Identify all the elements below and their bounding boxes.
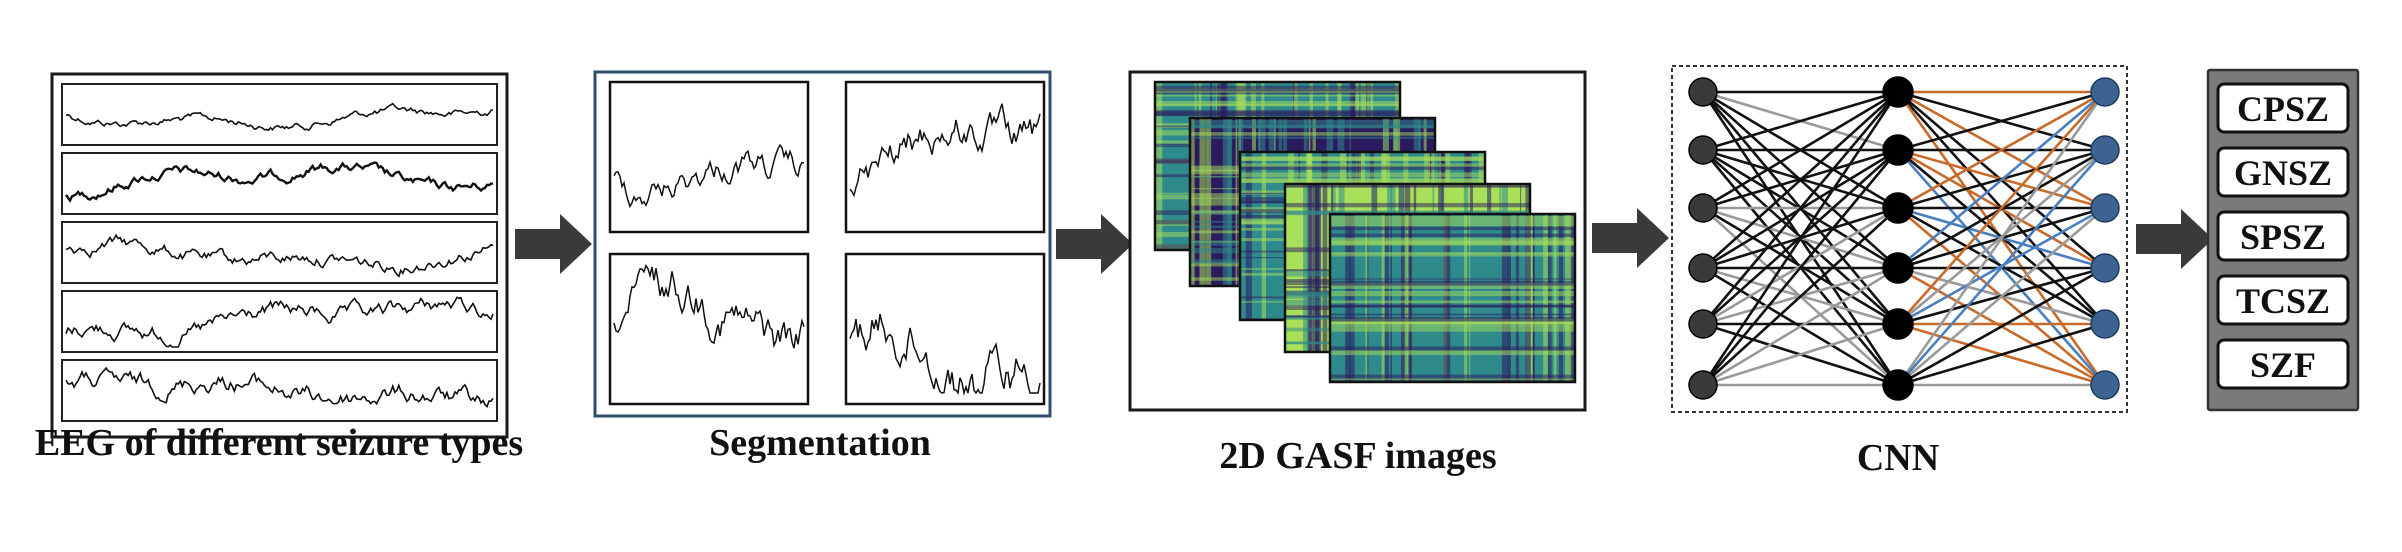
segment-waveform xyxy=(613,143,804,209)
segment-cell xyxy=(608,252,810,406)
eeg-caption: EEG of different seizure types xyxy=(35,422,523,464)
output-label-gnsz: GNSZ xyxy=(2216,146,2350,198)
eeg-waveform xyxy=(65,366,494,409)
cnn-panel xyxy=(1671,65,2128,413)
eeg-waveform xyxy=(65,161,494,203)
output-label-tcsz: TCSZ xyxy=(2216,274,2350,326)
cnn-edge xyxy=(1896,91,2107,386)
cnn-edge xyxy=(1701,149,1900,386)
gasf-image-stack xyxy=(1153,80,1577,384)
segment-cells xyxy=(608,80,1046,406)
cnn-edge xyxy=(1897,266,2106,387)
cnn-node xyxy=(1882,308,1914,340)
arrow-1-icon xyxy=(515,214,592,274)
output-labels: CPSZ GNSZ SPSZ TCSZ SZF xyxy=(2216,82,2350,390)
cnn-edge xyxy=(1897,149,2106,386)
eeg-trace-box xyxy=(61,359,498,422)
output-label-text: SZF xyxy=(2250,345,2316,385)
cnn-node xyxy=(1688,253,1718,283)
cnn-edge xyxy=(1701,91,1900,386)
gasf-panel xyxy=(1128,70,1587,412)
output-label-text: TCSZ xyxy=(2236,281,2330,321)
eeg-trace-box xyxy=(61,221,498,284)
cnn-nodes xyxy=(1688,76,2120,401)
cnn-edge xyxy=(1702,266,1899,387)
output-label-text: GNSZ xyxy=(2234,153,2332,193)
eeg-waveform xyxy=(65,102,494,132)
gasf-image xyxy=(1328,212,1577,384)
output-panel: CPSZ GNSZ SPSZ TCSZ SZF xyxy=(2206,68,2360,412)
eeg-waveform xyxy=(65,296,494,348)
eeg-trace-box xyxy=(61,290,498,353)
segment-cell xyxy=(844,252,1046,406)
cnn-node xyxy=(2090,309,2120,339)
cnn-node xyxy=(2090,253,2120,283)
cnn-node xyxy=(2090,135,2120,165)
output-label-szf: SZF xyxy=(2216,338,2350,390)
arrow-2-icon xyxy=(1056,214,1133,274)
eeg-trace-box xyxy=(61,152,498,215)
cnn-edge xyxy=(1897,207,2106,386)
segment-waveform xyxy=(849,103,1041,198)
segment-waveform xyxy=(849,313,1041,396)
cnn-node xyxy=(1882,134,1914,166)
eeg-panel xyxy=(50,72,509,439)
cnn-edge xyxy=(1897,91,2106,325)
cnn-caption: CNN xyxy=(1857,437,1939,479)
cnn-node xyxy=(1688,193,1718,223)
cnn-node xyxy=(2090,193,2120,223)
output-label-cpsz: CPSZ xyxy=(2216,82,2350,134)
cnn-node xyxy=(1688,135,1718,165)
cnn-node xyxy=(1688,370,1718,400)
cnn-edge xyxy=(1897,91,2106,269)
cnn-edge xyxy=(1897,90,2106,152)
cnn-node xyxy=(2090,370,2120,400)
eeg-traces xyxy=(61,83,498,422)
arrow-4-icon xyxy=(2136,209,2213,269)
cnn-node xyxy=(1882,76,1914,108)
cnn-edge xyxy=(1702,90,1899,152)
cnn-node xyxy=(2090,77,2120,107)
segment-cell xyxy=(608,80,810,234)
segment-cell xyxy=(844,80,1046,234)
cnn-edge xyxy=(1702,322,1899,387)
output-label-text: SPSZ xyxy=(2240,217,2326,257)
cnn-edge xyxy=(1897,322,2106,387)
cnn-edge xyxy=(1702,91,1899,269)
cnn-edge xyxy=(1897,90,2106,210)
cnn-edge xyxy=(1702,207,1899,386)
segmentation-panel xyxy=(593,70,1052,418)
cnn-connections xyxy=(1701,90,2107,387)
cnn-edge xyxy=(1702,91,1899,325)
cnn-node xyxy=(1882,192,1914,224)
segment-waveform xyxy=(613,263,805,349)
cnn-node xyxy=(1688,309,1718,339)
cnn-edge xyxy=(1702,90,1899,210)
cnn-node xyxy=(1688,77,1718,107)
eeg-waveform xyxy=(65,233,494,278)
output-label-spsz: SPSZ xyxy=(2216,210,2350,262)
output-label-text: CPSZ xyxy=(2237,89,2329,129)
arrow-3-icon xyxy=(1592,208,1669,268)
cnn-node xyxy=(1882,369,1914,401)
gasf-caption: 2D GASF images xyxy=(1219,435,1496,477)
segmentation-caption: Segmentation xyxy=(709,422,931,464)
eeg-trace-box xyxy=(61,83,498,146)
cnn-node xyxy=(1882,252,1914,284)
